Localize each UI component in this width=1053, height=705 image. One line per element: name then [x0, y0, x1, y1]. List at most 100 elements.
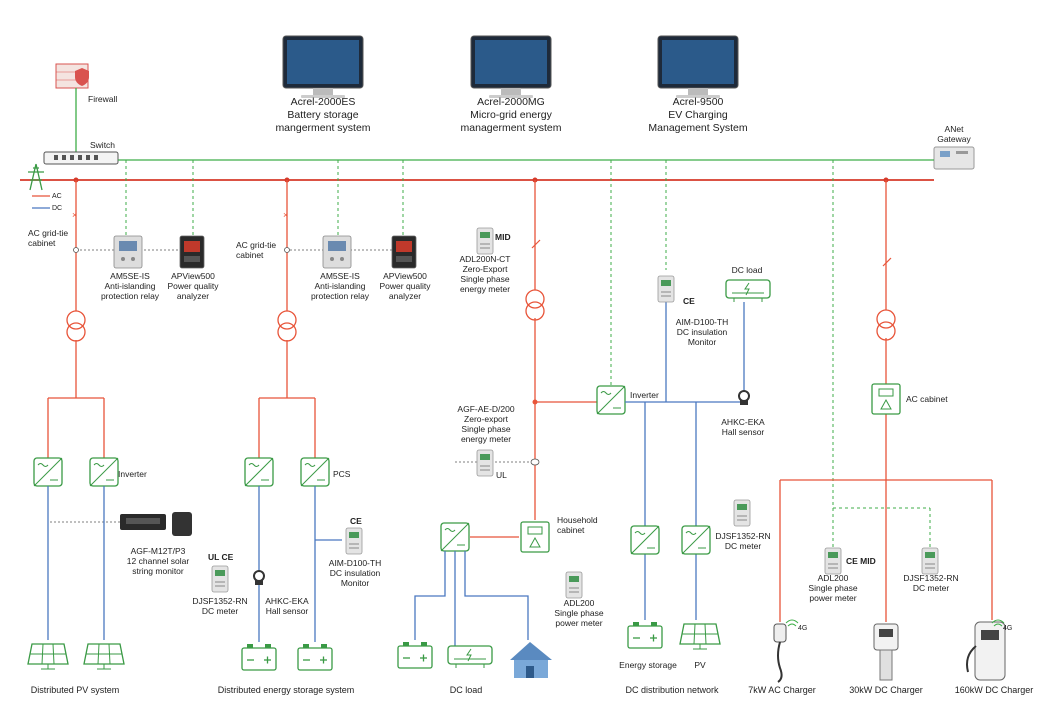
adl200-ev-label: ADL200 Single phase power meter — [808, 573, 858, 603]
pv-transformer-icon — [66, 310, 86, 342]
ac-cabinet-1-label: AC grid-tie cabinet — [28, 228, 69, 248]
pv-inverter-2-icon — [89, 457, 119, 487]
household-ac-wiring — [470, 180, 598, 538]
aim-top-label: AIM-D100-TH DC insulation Monitor — [675, 317, 729, 347]
pcs-label: PCS — [333, 469, 351, 479]
household-inverter-icon — [440, 522, 470, 552]
pcs-1-icon — [244, 457, 274, 487]
system-name-acrel-9500: Acrel-9500 — [672, 96, 724, 108]
storage-dc-wiring — [258, 486, 342, 642]
pcs-2-icon — [300, 457, 330, 487]
dc-load-top-label: DC load — [731, 265, 763, 275]
ev-ac-cabinet-icon — [871, 383, 901, 415]
dc-network-solar-icon — [679, 623, 721, 650]
agf-ae-meter-icon — [476, 449, 494, 477]
system-name-acrel-2000es: Acrel-2000ES — [290, 96, 356, 108]
analyzer-2-label: APView500 Power quality analyzer — [379, 271, 431, 301]
dc-load-top-device-icon — [725, 279, 771, 303]
inverter-pv-label: Inverter — [118, 469, 147, 479]
ahkc-top-label: AHKC-EKA Hall sensor — [721, 417, 765, 437]
dc-network-dc-wiring — [625, 300, 745, 620]
relay-2-label: AM5SE-IS Anti-islanding protection relay — [310, 271, 370, 301]
adl200-ev-meter-icon — [824, 547, 842, 575]
pv-solar-panel-1-icon — [27, 643, 69, 670]
dc-converter-storage-icon — [630, 525, 660, 555]
pv-solar-panel-2-icon — [83, 643, 125, 670]
aim-monitor-bottom-icon — [345, 527, 363, 555]
djsf-meter-3-icon — [921, 547, 939, 575]
acrel-2000es-monitor-icon — [282, 35, 364, 99]
dc-converter-pv-icon — [681, 525, 711, 555]
acrel-9500-monitor-icon — [657, 35, 739, 99]
household-dc-wiring — [414, 551, 529, 646]
ul-ce-mark: UL CE — [208, 552, 234, 562]
firewall-icon — [55, 63, 89, 89]
system-desc-acrel-2000mg: Micro-grid energy managerment system — [460, 109, 562, 134]
power-grid-tower-icon — [28, 163, 44, 191]
wireless-signal-icon-2 — [991, 619, 1005, 627]
pv-system-title: Distributed PV system — [30, 685, 120, 695]
ul-mark-1: UL — [496, 470, 507, 480]
djsf-meter-1-icon — [211, 565, 229, 593]
household-cabinet-label: Household cabinet — [557, 515, 598, 535]
system-desc-acrel-2000es: Battery storage mangerment system — [275, 109, 371, 134]
aim-bottom-label: AIM-D100-TH DC insulation Monitor — [328, 558, 382, 588]
storage-system-title: Distributed energy storage system — [217, 685, 355, 695]
adl200-home-meter-icon — [565, 571, 583, 599]
dc-load-title: DC load — [449, 685, 483, 695]
pv-inverter-1-icon — [33, 457, 63, 487]
djsf-3-label: DJSF1352-RN DC meter — [903, 573, 959, 593]
energy-storage-label: Energy storage — [619, 660, 677, 670]
relay-1-label: AM5SE-IS Anti-islanding protection relay — [100, 271, 160, 301]
pv-dc-wiring — [47, 486, 105, 640]
system-name-acrel-2000mg: Acrel-2000MG — [477, 96, 545, 108]
djsf-2-label: DJSF1352-RN DC meter — [715, 531, 771, 551]
storage-transformer-icon — [277, 310, 297, 342]
relay-1-device-icon — [113, 235, 143, 269]
ce-mid-mark: CE MID — [846, 556, 876, 566]
acrel-2000mg-monitor-icon — [470, 35, 552, 99]
switch-icon — [43, 151, 119, 165]
dc-charger-160kw-icon — [966, 621, 1006, 681]
analyzer-1-device-icon — [179, 235, 205, 269]
agf-ae-label: AGF-AE-D/200 Zero-export Single phase en… — [457, 404, 515, 444]
anet-gateway-icon — [933, 146, 975, 170]
signal-4g-label-1: 4G — [798, 625, 808, 632]
household-cabinet-icon — [520, 521, 550, 553]
system-desc-acrel-9500: EV Charging Management System — [648, 109, 748, 134]
switch-label: Switch — [90, 140, 116, 150]
household-transformer-icon — [525, 289, 545, 321]
djsf-meter-2-icon — [733, 499, 751, 527]
svg-text:×: × — [72, 210, 77, 220]
dc-load-device-icon — [447, 645, 493, 669]
ce-mark-2: CE — [350, 516, 362, 526]
dc-network-inverter-icon — [596, 385, 626, 415]
adl200n-label: ADL200N-CT Zero-Export Single phase ener… — [459, 254, 511, 294]
communication-drop-lines — [125, 160, 931, 548]
dc-charger-30-title: 30kW DC Charger — [849, 685, 923, 695]
svg-text:×: × — [283, 210, 288, 220]
mid-mark-1: MID — [495, 232, 511, 242]
dc-network-title: DC distribution network — [625, 685, 719, 695]
pv-label: PV — [694, 660, 706, 670]
hall-sensor-top-icon — [738, 390, 750, 406]
aim-monitor-top-icon — [657, 275, 675, 303]
dc-charger-30kw-icon — [873, 623, 899, 681]
dc-network-battery-icon — [627, 621, 663, 649]
signal-4g-label-2: 4G — [1003, 625, 1013, 632]
ev-ac-cabinet-label: AC cabinet — [906, 394, 948, 404]
firewall-label: Firewall — [88, 94, 118, 104]
adl200n-meter-icon — [476, 227, 494, 255]
dc-load-battery-icon — [397, 641, 433, 669]
pv-ac-wiring — [47, 180, 105, 458]
analyzer-1-label: APView500 Power quality analyzer — [167, 271, 219, 301]
ce-mark-1: CE — [683, 296, 695, 306]
analyzer-2-device-icon — [391, 235, 417, 269]
inverter-dc-label: Inverter — [630, 390, 659, 400]
relay-2-device-icon — [322, 235, 352, 269]
agf-m12-label: AGF-M12T/P3 12 channel solar string moni… — [126, 546, 190, 576]
legend-ac-label: AC — [52, 193, 62, 200]
djsf-1-label: DJSF1352-RN DC meter — [192, 596, 248, 616]
storage-ac-wiring — [258, 180, 316, 458]
